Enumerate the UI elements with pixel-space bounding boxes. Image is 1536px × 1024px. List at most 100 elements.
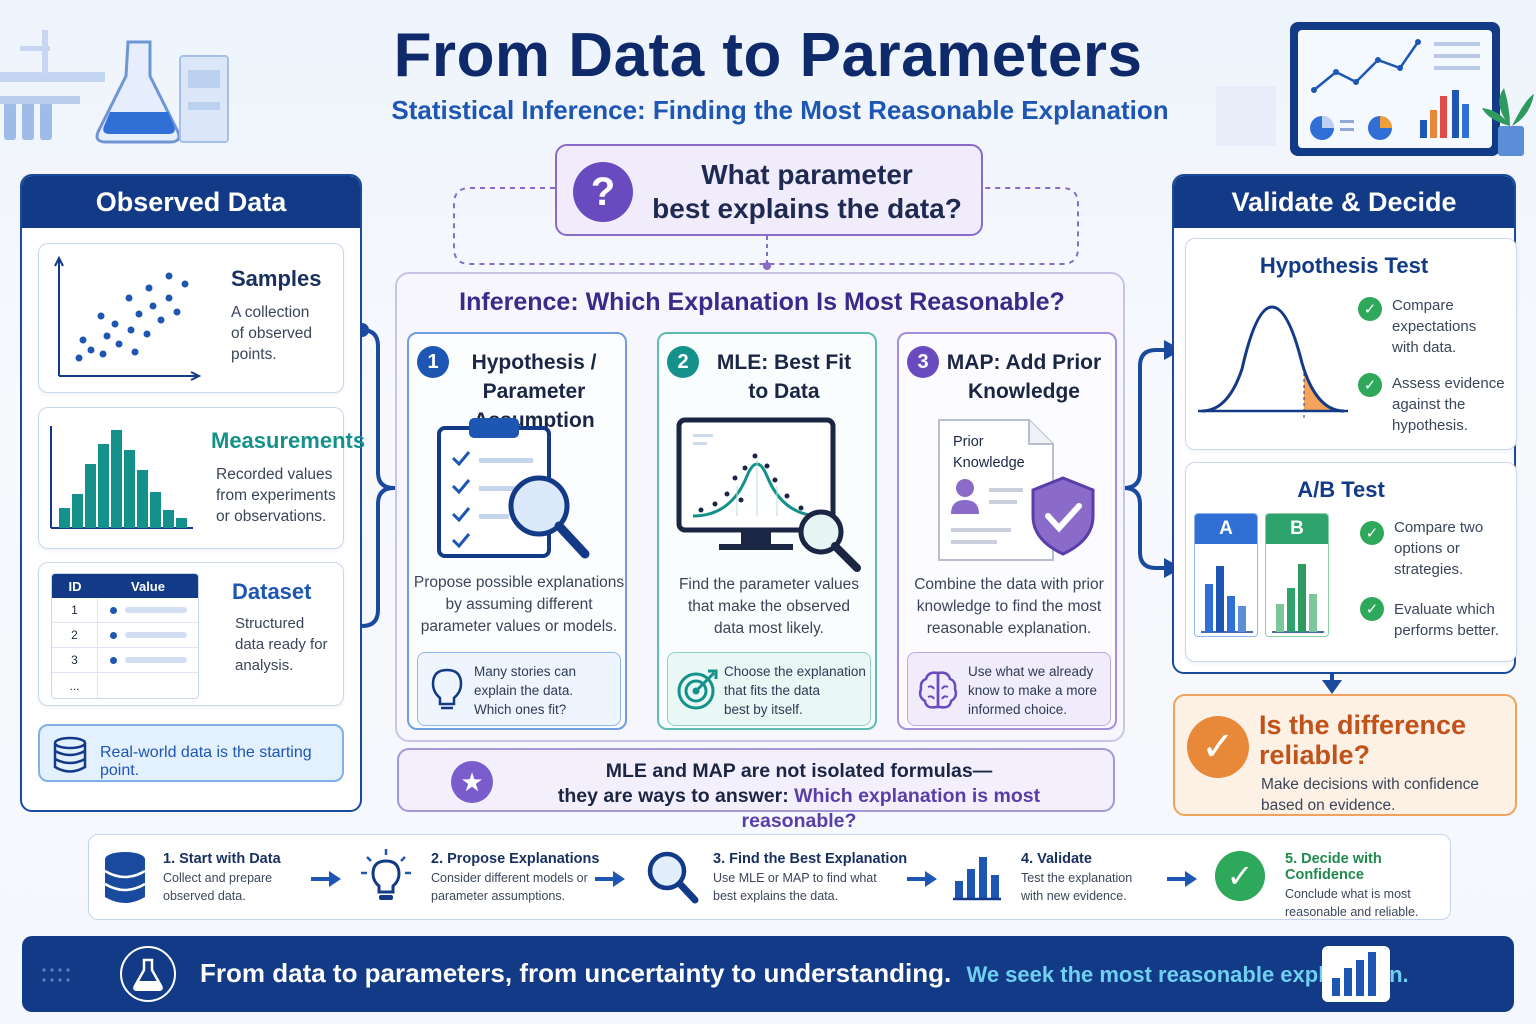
step-tip-text: Use what we already know to make a more … — [968, 664, 1098, 717]
measurements-title: Measurements — [211, 428, 366, 453]
scatter-plot-icon — [54, 255, 202, 381]
step-tip: Many stories can explain the data. Which… — [417, 652, 621, 726]
orange-check-icon: ✓ — [1187, 716, 1249, 778]
step-title: MLE: Best Fit to Data — [716, 351, 852, 403]
page-title: From Data to Parameters — [393, 21, 1143, 90]
question-box: ? What parameter best explains the data? — [555, 144, 983, 236]
table-row: 2 — [52, 623, 198, 648]
check-icon: ✓ — [1360, 597, 1384, 621]
process-step: 3. Find the Best Explanation Use MLE or … — [713, 851, 908, 903]
question-icon: ? — [573, 162, 633, 222]
arrow-right-icon — [311, 871, 341, 887]
chart-board-icon — [1322, 946, 1390, 1002]
step-card-hypothesis: 1 Hypothesis / Parameter Assumption Prop… — [407, 332, 627, 730]
lab-illustration — [0, 30, 229, 144]
footer-main-text: From data to parameters, from uncertaint… — [200, 958, 1409, 988]
decision-box: ✓ Is the difference reliable? Make decis… — [1173, 694, 1517, 816]
step-tip-text: Choose the explanation that fits the dat… — [724, 664, 866, 717]
process-step: 4. Validate Test the explanation with ne… — [1021, 851, 1133, 903]
step-number: 2 — [667, 346, 699, 378]
step-tip: Choose the explanation that fits the dat… — [667, 652, 871, 726]
step-title: MAP: Add Prior Knowledge — [946, 351, 1102, 403]
samples-card: Samples A collection of observed points. — [38, 243, 344, 393]
bar-chart-icon — [953, 857, 1001, 901]
check-icon: ✓ — [1358, 297, 1382, 321]
prior-document-shield-icon — [938, 419, 1095, 561]
step-card-map: 3 MAP: Add Prior Knowledge Prior Knowled… — [897, 332, 1117, 730]
samples-title: Samples — [231, 266, 322, 291]
process-steps: 1. Start with Data Collect and prepare o… — [88, 834, 1451, 920]
observed-data-heading: Observed Data — [22, 176, 360, 228]
decision-title: Is the difference reliable? — [1259, 710, 1467, 770]
step-tip-text: Many stories can explain the data. Which… — [474, 664, 577, 717]
table-row: ... — [52, 673, 198, 698]
process-step: 2. Propose Explanations Consider differe… — [431, 851, 600, 903]
step-desc: Propose possible explanations by assumin… — [413, 574, 625, 635]
samples-desc: A collection of observed points. — [231, 304, 312, 363]
table-header-id: ID — [68, 578, 82, 594]
ab-test-card: A/B Test A B ✓ Compare two options or st… — [1185, 462, 1517, 662]
dots-decoration — [42, 968, 70, 982]
process-step: 5. Decide with Confidence Conclude what … — [1285, 851, 1419, 919]
check-icon: ✓ — [1360, 521, 1384, 545]
table-header-value: Value — [131, 578, 165, 594]
page-subtitle: Statistical Inference: Finding the Most … — [391, 95, 1169, 125]
observed-note: Real-world data is the starting point. — [38, 724, 344, 782]
hypothesis-test-card: Hypothesis Test ✓ Compare expectations w… — [1185, 238, 1517, 450]
star-icon: ★ — [451, 761, 493, 803]
inference-note: ★ MLE and MAP are not isolated formulas—… — [397, 748, 1115, 832]
table-row: 3 — [52, 648, 198, 673]
question-text: What parameter best explains the data? — [652, 159, 962, 224]
dashboard-illustration — [1216, 22, 1534, 156]
variant-a: A — [1194, 513, 1258, 637]
lightbulb-icon — [431, 668, 463, 710]
variant-a-bars — [1201, 566, 1253, 633]
process-step: 1. Start with Data Collect and prepare o… — [163, 851, 281, 903]
step-number: 1 — [417, 346, 449, 378]
ab-item: Evaluate which performs better. — [1394, 601, 1500, 639]
ab-test-title: A/B Test — [1297, 477, 1385, 502]
hypothesis-item: Compare expectations with data. — [1392, 297, 1477, 356]
step-number: 3 — [907, 346, 939, 378]
footer-banner: From data to parameters, from uncertaint… — [22, 936, 1514, 1012]
check-icon: ✓ — [1358, 373, 1382, 397]
arrow-right-icon — [595, 871, 625, 887]
magnifier-icon — [647, 851, 699, 904]
monitor-fit-icon — [676, 417, 861, 572]
green-check-icon: ✓ — [1215, 851, 1265, 901]
validate-heading: Validate & Decide — [1174, 176, 1514, 228]
arrow-right-icon — [907, 871, 937, 887]
database-icon — [104, 852, 146, 903]
observed-note-text: Real-world data is the starting point. — [100, 744, 312, 779]
prior-knowledge-label: Prior Knowledge — [953, 434, 1025, 471]
inference-panel: Inference: Which Explanation Is Most Rea… — [395, 272, 1125, 742]
hypothesis-item: Assess evidence against the hypothesis. — [1392, 375, 1505, 434]
step-desc: Combine the data with prior knowledge to… — [914, 576, 1104, 637]
hypothesis-test-title: Hypothesis Test — [1259, 253, 1429, 278]
variant-b: B — [1265, 513, 1329, 637]
decision-text: Make decisions with confidence based on … — [1261, 776, 1479, 814]
inference-title: Inference: Which Explanation Is Most Rea… — [459, 288, 1065, 316]
step-card-mle: 2 MLE: Best Fit to Data Find the paramet… — [657, 332, 877, 730]
brain-icon — [918, 671, 958, 709]
inference-note-text: MLE and MAP are not isolated formulas— t… — [557, 760, 1041, 832]
measurements-desc: Recorded values from experiments or obse… — [216, 466, 336, 525]
flask-icon — [120, 946, 176, 1002]
lightbulb-icon — [361, 849, 411, 900]
step-desc: Find the parameter values that make the … — [678, 576, 860, 637]
measurements-card: Measurements Recorded values from experi… — [38, 407, 365, 549]
dataset-card: ID Value 1 2 3 ... Dataset Structured da… — [38, 562, 344, 706]
histogram-icon — [50, 426, 193, 529]
target-icon — [677, 669, 718, 710]
clipboard-magnifier-icon — [437, 418, 590, 559]
arrow-right-icon — [1167, 871, 1197, 887]
dataset-title: Dataset — [232, 579, 312, 604]
ab-item: Compare two options or strategies. — [1394, 519, 1484, 578]
bell-curve-icon — [1198, 305, 1348, 421]
table-row: 1 — [52, 598, 198, 623]
step-tip: Use what we already know to make a more … — [907, 652, 1111, 726]
database-icon — [53, 736, 87, 773]
dataset-desc: Structured data ready for analysis. — [235, 615, 328, 674]
dataset-table: ID Value 1 2 3 ... — [51, 573, 199, 699]
variant-b-bars — [1272, 564, 1324, 633]
